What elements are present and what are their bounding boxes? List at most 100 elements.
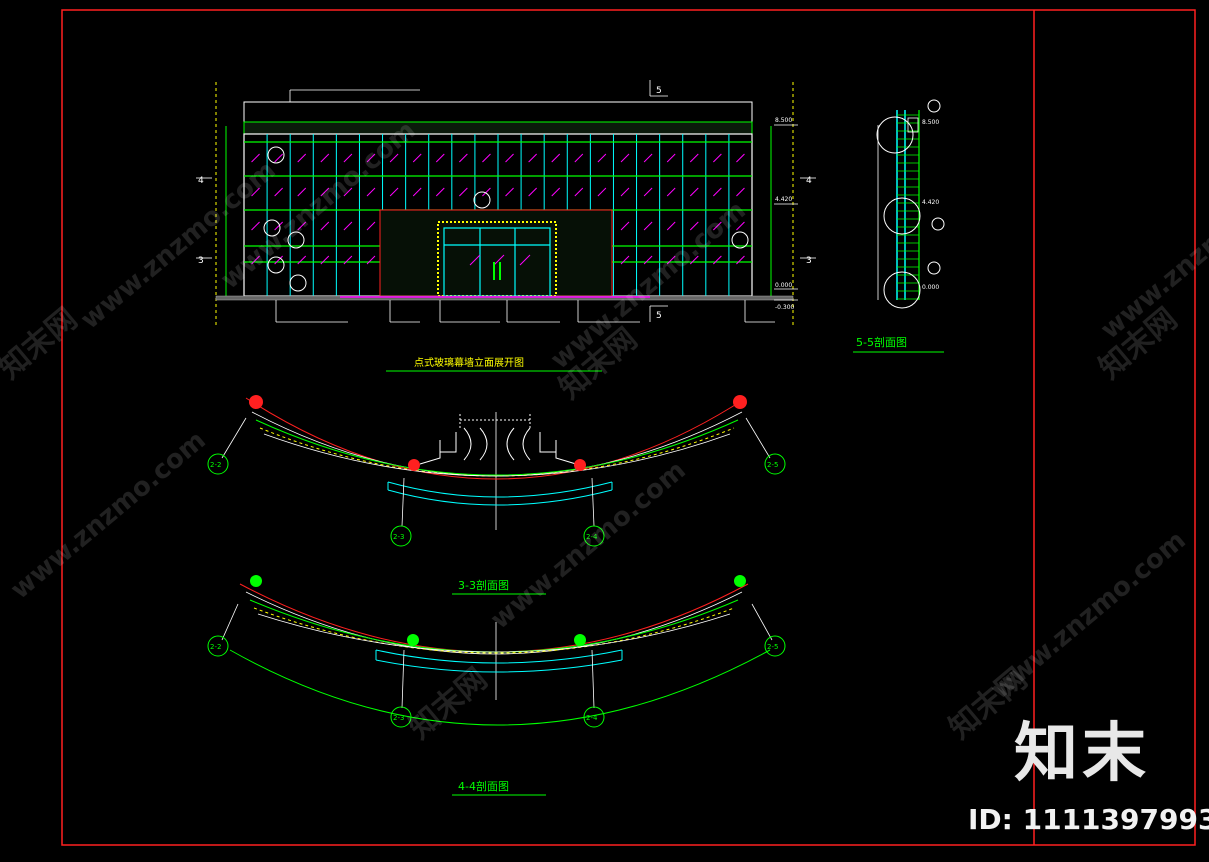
node-green — [574, 634, 586, 646]
glass-mark — [274, 221, 283, 231]
watermark-text: www.znzmo.com — [5, 425, 211, 605]
s55-level-4420: 4.420 — [922, 199, 939, 206]
section-mark-5-top: 5 — [656, 86, 662, 96]
glass-mark — [643, 153, 653, 163]
s55-level-0000: 0.000 — [922, 284, 939, 291]
glass-mark — [528, 153, 537, 163]
glass-mark — [689, 187, 699, 197]
glass-mark — [597, 187, 607, 197]
level-0000: 0.000 — [775, 282, 792, 289]
grid-ref-2-3: 2-3 — [393, 533, 404, 541]
glass-mark — [689, 153, 699, 163]
glass-mark — [620, 255, 630, 265]
brand-id-label: ID: 1111397993 — [968, 803, 1209, 836]
glass-mark — [343, 187, 353, 197]
glass-mark — [574, 187, 584, 197]
glass-mark — [505, 153, 514, 163]
node-red — [408, 459, 420, 471]
glass-mark — [251, 153, 260, 163]
glass-mark — [389, 187, 399, 197]
glass-mark — [713, 221, 722, 231]
entrance-canopy — [379, 209, 613, 297]
glass-mark — [643, 221, 653, 231]
glass-mark — [297, 255, 307, 265]
glass-mark — [643, 187, 653, 197]
grid-ref-2-2: 2-2 — [210, 643, 221, 651]
glass-mark — [551, 187, 561, 197]
watermark-logo: 知末网 — [403, 661, 494, 746]
node-green — [250, 575, 262, 587]
glass-mark — [343, 255, 353, 265]
glass-mark — [620, 153, 630, 163]
glass-mark — [713, 153, 722, 163]
section-4-4-title: 4-4剖面图 — [458, 779, 509, 793]
section-mark-3-right: 3 — [806, 256, 812, 266]
section-5-5-title: 5-5剖面图 — [856, 335, 907, 349]
node-green — [407, 634, 419, 646]
glass-mark — [459, 187, 468, 197]
glass-mark — [689, 221, 699, 231]
grid-ref-2-4: 2-4 — [586, 533, 598, 541]
section-mark-5-bottom: 5 — [656, 311, 662, 321]
glass-mark — [528, 187, 537, 197]
glass-mark — [597, 153, 607, 163]
watermark-text: www.znzmo.com — [485, 455, 691, 635]
glass-mark — [320, 255, 330, 265]
section-4-4-view: 2-2 2-5 2-3 2-4 4-4剖面图 — [207, 575, 786, 796]
glass-mark — [620, 187, 630, 197]
glass-mark — [412, 153, 422, 163]
glass-mark — [736, 221, 745, 231]
glass-mark — [482, 153, 491, 163]
glass-mark — [459, 153, 468, 163]
glass-mark — [666, 187, 676, 197]
section-mark-4-right: 4 — [806, 176, 812, 186]
glass-mark — [274, 187, 283, 197]
elevation-title: 点式玻璃幕墙立面展开图 — [414, 356, 524, 369]
glass-mark — [343, 153, 353, 163]
glass-mark — [689, 255, 699, 265]
glass-mark — [274, 153, 283, 163]
s55-level-8500: 8.500 — [922, 119, 939, 126]
glass-mark — [320, 153, 330, 163]
level-4420: 4.420 — [775, 196, 792, 203]
glass-mark — [620, 221, 630, 231]
node-red — [249, 395, 263, 409]
glass-mark — [435, 187, 445, 197]
glass-mark — [551, 153, 561, 163]
brand-logo: 知末 — [1014, 717, 1150, 791]
glass-mark — [366, 255, 376, 265]
drawing-border — [61, 9, 1196, 846]
glass-mark — [736, 187, 745, 197]
section-5-5-view: 8.500 4.420 0.000 5-5剖面图 — [853, 99, 945, 353]
glass-mark — [736, 153, 745, 163]
grid-ref-2-5: 2-5 — [767, 643, 778, 651]
grid-ref-2-2: 2-2 — [210, 461, 221, 469]
section-mark-3-left: 3 — [198, 256, 204, 266]
glass-mark — [297, 153, 307, 163]
glass-mark — [666, 255, 676, 265]
glass-mark — [435, 153, 445, 163]
glass-mark — [643, 255, 653, 265]
grid-ref-2-5: 2-5 — [767, 461, 778, 469]
grid-ref-2-3: 2-3 — [393, 714, 404, 722]
glass-mark — [320, 187, 330, 197]
section-mark-4-left: 4 — [198, 176, 204, 186]
glass-mark — [251, 255, 260, 265]
glass-mark — [736, 255, 745, 265]
glass-mark — [366, 221, 376, 231]
glass-mark — [251, 221, 260, 231]
level-minus-0300: -0.300 — [775, 304, 795, 311]
glass-mark — [505, 187, 514, 197]
glass-mark — [366, 187, 376, 197]
glass-mark — [343, 221, 353, 231]
glass-mark — [666, 153, 676, 163]
level-8500: 8.500 — [775, 117, 792, 124]
glass-mark — [320, 221, 330, 231]
node-red — [733, 395, 747, 409]
glass-mark — [251, 187, 260, 197]
glass-mark — [574, 153, 584, 163]
section-3-3-title: 3-3剖面图 — [458, 578, 509, 592]
glass-mark — [389, 153, 399, 163]
glass-mark — [713, 187, 722, 197]
